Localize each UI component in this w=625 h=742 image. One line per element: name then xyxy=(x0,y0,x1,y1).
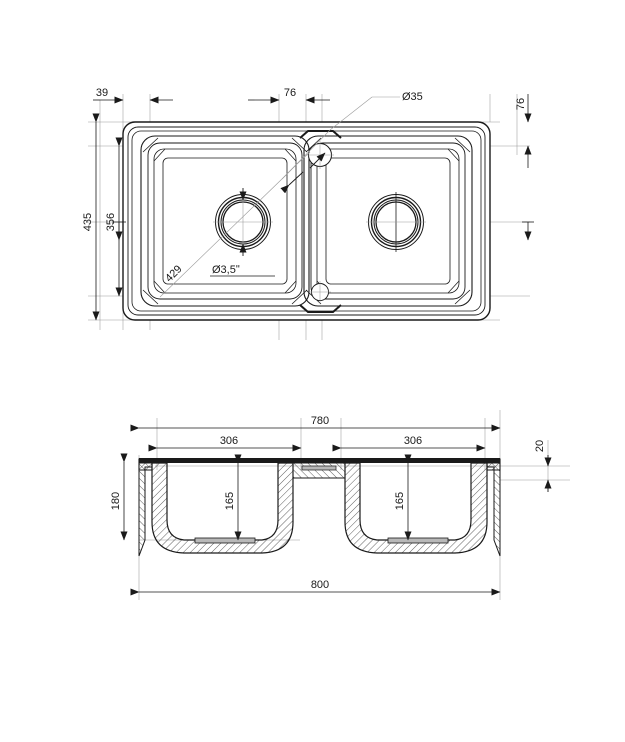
dimension-780: 780 xyxy=(130,415,501,432)
dimension-356: 356 xyxy=(105,137,126,297)
dimension-800: 800 xyxy=(130,579,501,596)
dimension-165-left: 165 xyxy=(224,454,242,541)
right-bowl-section xyxy=(344,462,488,554)
dimension-dia35-label: Ø35 xyxy=(402,91,423,103)
dimension-76-right-label: 76 xyxy=(515,98,527,110)
right-drain-plate xyxy=(387,537,449,544)
dimension-435: 435 xyxy=(82,113,100,321)
dimension-306-left: 306 xyxy=(148,435,302,452)
dimension-dia35-small-label: Ø3,5ʺ xyxy=(212,264,240,276)
overflow-hole xyxy=(309,281,331,303)
dimension-306-left-label: 306 xyxy=(220,435,238,447)
drain-centerlines-thin xyxy=(213,192,426,252)
dimension-780-label: 780 xyxy=(311,415,329,427)
section-center-divider xyxy=(292,462,346,479)
section-left-apron xyxy=(138,458,153,557)
section-right-apron xyxy=(486,458,501,557)
dimension-dia35: Ø35 xyxy=(280,91,423,194)
dimension-165-left-label: 165 xyxy=(224,492,236,510)
left-bowl-section xyxy=(151,462,294,554)
dimension-306-right: 306 xyxy=(332,435,486,452)
dimension-306-right-label: 306 xyxy=(404,435,422,447)
sink-rim-plate xyxy=(139,458,500,463)
top-view: 39 76 Ø35 76 4 xyxy=(82,87,534,340)
dimension-356-label: 356 xyxy=(105,213,117,231)
dimension-20: 20 xyxy=(534,440,552,492)
dimension-dia35-small: Ø3,5ʺ xyxy=(210,188,275,277)
dimension-76-right: 76 xyxy=(515,94,534,241)
center-divider xyxy=(299,130,342,313)
dimension-20-label: 20 xyxy=(534,440,546,452)
dimension-180: 180 xyxy=(110,453,128,541)
dimension-76-top: 76 xyxy=(248,87,330,104)
dimension-435-label: 435 xyxy=(82,213,94,231)
dimension-165-right-label: 165 xyxy=(394,492,406,510)
dimension-39: 39 xyxy=(93,87,173,104)
dimension-180-label: 180 xyxy=(110,492,122,510)
left-drain-plate xyxy=(194,537,256,544)
dimension-800-label: 800 xyxy=(311,579,329,591)
dimension-165-right: 165 xyxy=(394,454,412,541)
dimension-76-top-label: 76 xyxy=(284,87,296,99)
dimension-39-label: 39 xyxy=(96,87,108,99)
section-view: 780 306 306 20 180 165 xyxy=(110,410,570,600)
